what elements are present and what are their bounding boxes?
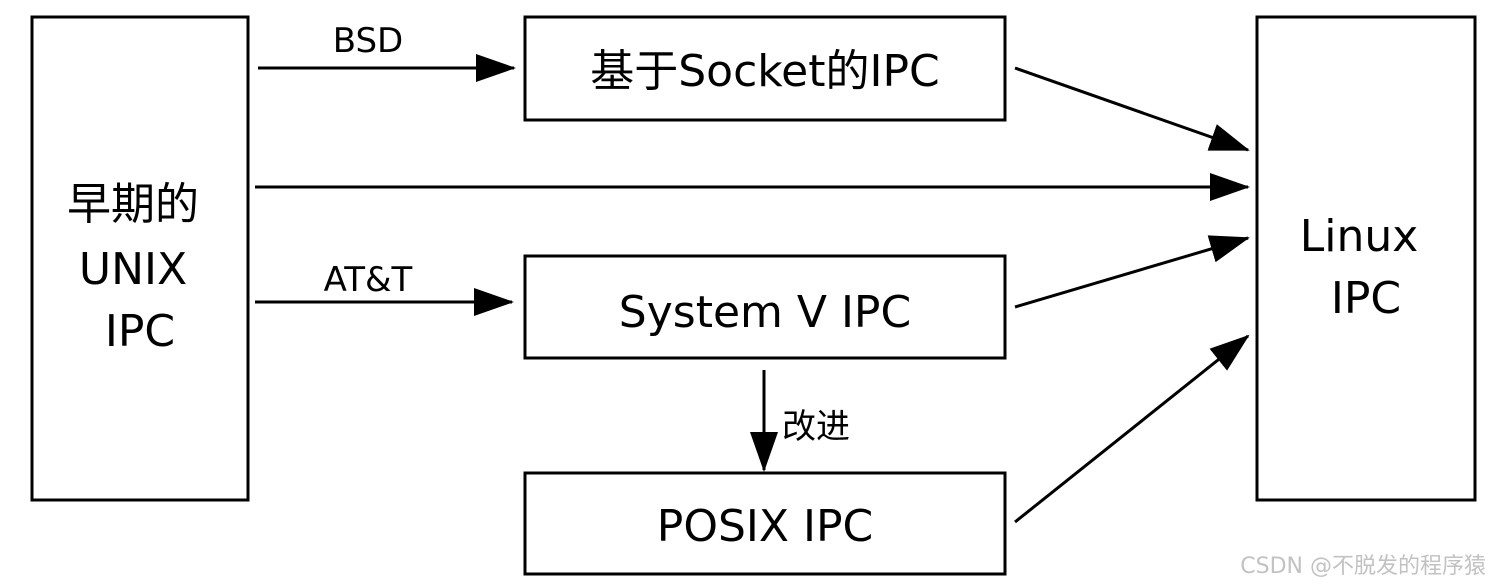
node-linux-ipc-line-2: IPC (1331, 273, 1401, 324)
svg-text:Linux IPC: Linux IPC (1300, 211, 1433, 324)
node-early-unix-ipc-line-3: IPC (105, 306, 175, 357)
node-posix-ipc-label: POSIX IPC (657, 501, 873, 552)
node-system-v-ipc-label: System V IPC (619, 287, 911, 338)
node-early-unix-ipc-line-1: 早期的 (67, 179, 199, 230)
node-linux-ipc-line-1: Linux (1300, 211, 1419, 262)
node-early-unix-ipc: 早期的 UNIX IPC (30, 15, 250, 502)
svg-text:早期的 UNIX IPC: 早期的 UNIX IPC (67, 179, 213, 357)
csdn-watermark: CSDN @不脱发的程序猿 (1240, 554, 1486, 579)
edge-label-att: AT&T (324, 260, 413, 300)
edge-label-bsd: BSD (333, 21, 404, 61)
node-linux-ipc: Linux IPC (1255, 15, 1477, 502)
node-socket-ipc: 基于Socket的IPC (523, 15, 1007, 122)
edge-label-improve: 改进 (782, 407, 850, 447)
edge-systemv-to-linux (1014, 235, 1250, 309)
node-posix-ipc: POSIX IPC (523, 471, 1007, 576)
node-early-unix-ipc-line-2: UNIX (79, 244, 187, 295)
edge-posix-to-linux (1014, 334, 1250, 524)
node-socket-ipc-label: 基于Socket的IPC (590, 46, 940, 97)
node-system-v-ipc: System V IPC (523, 254, 1007, 360)
edge-socket-to-linux (1014, 66, 1250, 152)
